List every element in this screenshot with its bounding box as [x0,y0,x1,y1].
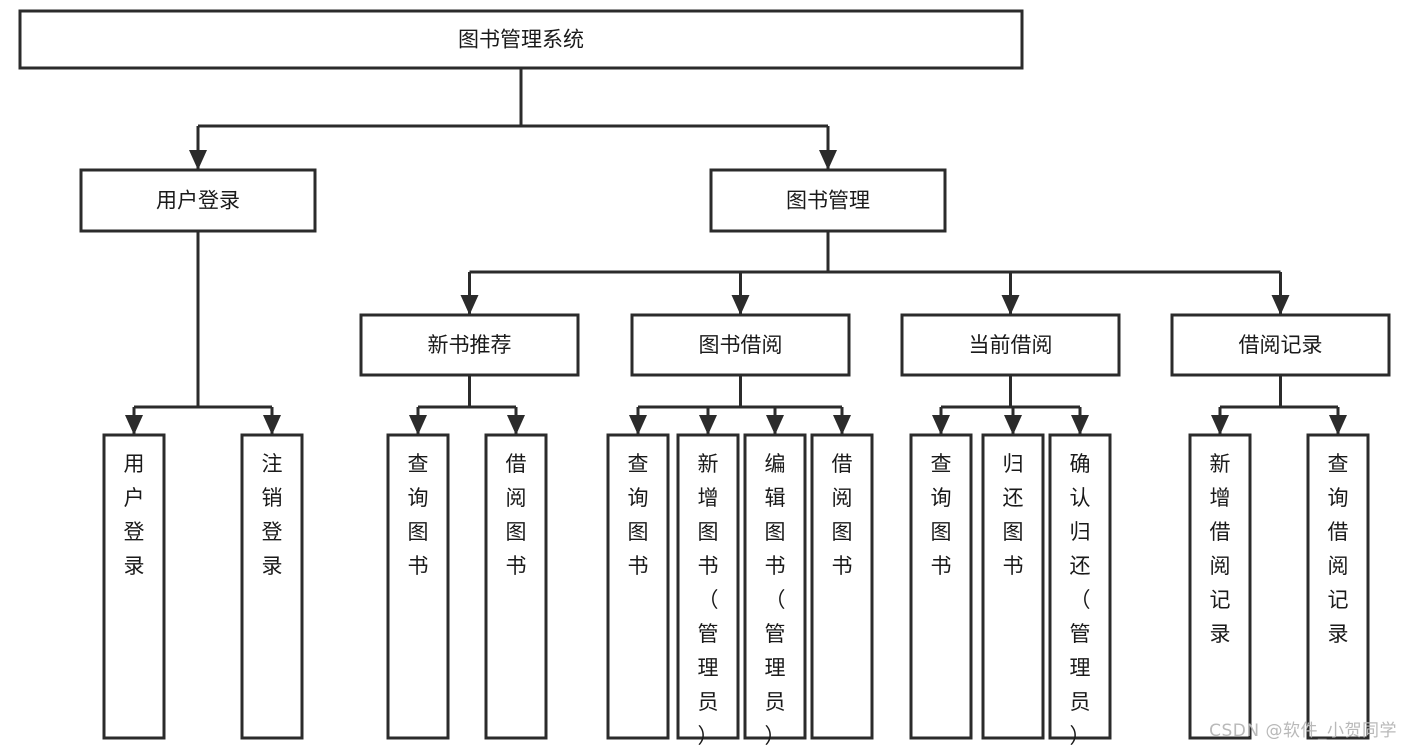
node-leaf-user-login[interactable]: 用户登录 [102,433,166,740]
node-leaf-add-record[interactable]: 新增借阅记录 [1188,433,1252,740]
node-book-borrow[interactable]: 图书借阅 [630,313,851,377]
arrow-head-icon [1071,415,1089,435]
node-box [810,433,874,740]
connector-lines-group [125,68,1347,435]
node-leaf-query-book-rec[interactable]: 查询图书 [386,433,450,740]
arrow-head-icon [932,415,950,435]
node-box [359,313,580,377]
arrow-head-icon [263,415,281,435]
node-leaf-add-book[interactable]: 新增图书（管理员） [676,433,740,747]
node-label: 归还图书 [1003,452,1024,578]
node-box [18,9,1024,70]
node-leaf-edit-book[interactable]: 编辑图书（管理员） [743,433,807,747]
node-label: 确认归还（管理员） [1070,452,1091,747]
node-box [900,313,1121,377]
node-new-book-recommend[interactable]: 新书推荐 [359,313,580,377]
node-label: 图书管理系统 [458,28,584,52]
node-label: 借阅记录 [1239,333,1323,357]
arrow-head-icon [833,415,851,435]
arrow-head-icon [1271,295,1290,315]
node-label: 借阅图书 [506,452,527,578]
node-label: 编辑图书（管理员） [765,452,786,747]
node-box [1048,433,1112,740]
node-label: 用户登录 [124,452,145,578]
arrow-head-icon [819,150,837,170]
node-borrow-records[interactable]: 借阅记录 [1170,313,1391,377]
node-box [484,433,548,740]
node-box [981,433,1045,740]
node-leaf-borrow-book-rec[interactable]: 借阅图书 [484,433,548,740]
node-root-root[interactable]: 图书管理系统 [18,9,1024,70]
arrow-head-icon [125,415,143,435]
node-label: 当前借阅 [969,333,1053,357]
node-leaf-confirm-return[interactable]: 确认归还（管理员） [1048,433,1112,747]
node-box [386,433,450,740]
node-label: 注销登录 [262,452,283,578]
node-label: 图书管理 [786,189,870,213]
node-label: 查询图书 [408,452,429,578]
node-user-login[interactable]: 用户登录 [79,168,317,233]
node-label: 新增借阅记录 [1210,452,1231,646]
node-label: 查询图书 [628,452,649,578]
node-label: 图书借阅 [699,333,783,357]
node-box [1188,433,1252,740]
node-leaf-return-book[interactable]: 归还图书 [981,433,1045,740]
node-box [709,168,947,233]
node-label: 新书推荐 [428,333,512,357]
arrow-head-icon [409,415,427,435]
node-box [240,433,304,740]
node-label: 查询图书 [931,452,952,578]
node-box [1306,433,1370,740]
arrow-head-icon [1001,295,1020,315]
node-boxes-group: 图书管理系统用户登录图书管理新书推荐图书借阅当前借阅借阅记录用户登录注销登录查询… [18,9,1391,747]
arrow-head-icon [699,415,717,435]
csdn-watermark: CSDN @软件_小贺同学 [1209,721,1397,741]
node-leaf-query-book-borrow[interactable]: 查询图书 [606,433,670,740]
arrow-head-icon [460,295,479,315]
node-box [909,433,973,740]
node-leaf-query-book-current[interactable]: 查询图书 [909,433,973,740]
arrow-head-icon [629,415,647,435]
node-box [102,433,166,740]
node-book-management[interactable]: 图书管理 [709,168,947,233]
arrow-head-icon [1211,415,1229,435]
arrow-head-icon [507,415,525,435]
node-box [743,433,807,740]
node-leaf-logout[interactable]: 注销登录 [240,433,304,740]
node-box [630,313,851,377]
node-label: 新增图书（管理员） [698,452,719,747]
arrow-head-icon [1004,415,1022,435]
arrow-head-icon [766,415,784,435]
node-box [79,168,317,233]
node-box [676,433,740,740]
node-label: 用户登录 [156,189,240,213]
arrow-head-icon [1329,415,1347,435]
node-leaf-borrow-book[interactable]: 借阅图书 [810,433,874,740]
node-box [606,433,670,740]
node-label: 借阅图书 [832,452,853,578]
node-current-borrow[interactable]: 当前借阅 [900,313,1121,377]
node-label: 查询借阅记录 [1328,452,1349,646]
arrow-head-icon [731,295,750,315]
arrow-head-icon [189,150,207,170]
node-box [1170,313,1391,377]
node-leaf-query-record[interactable]: 查询借阅记录 [1306,433,1370,740]
